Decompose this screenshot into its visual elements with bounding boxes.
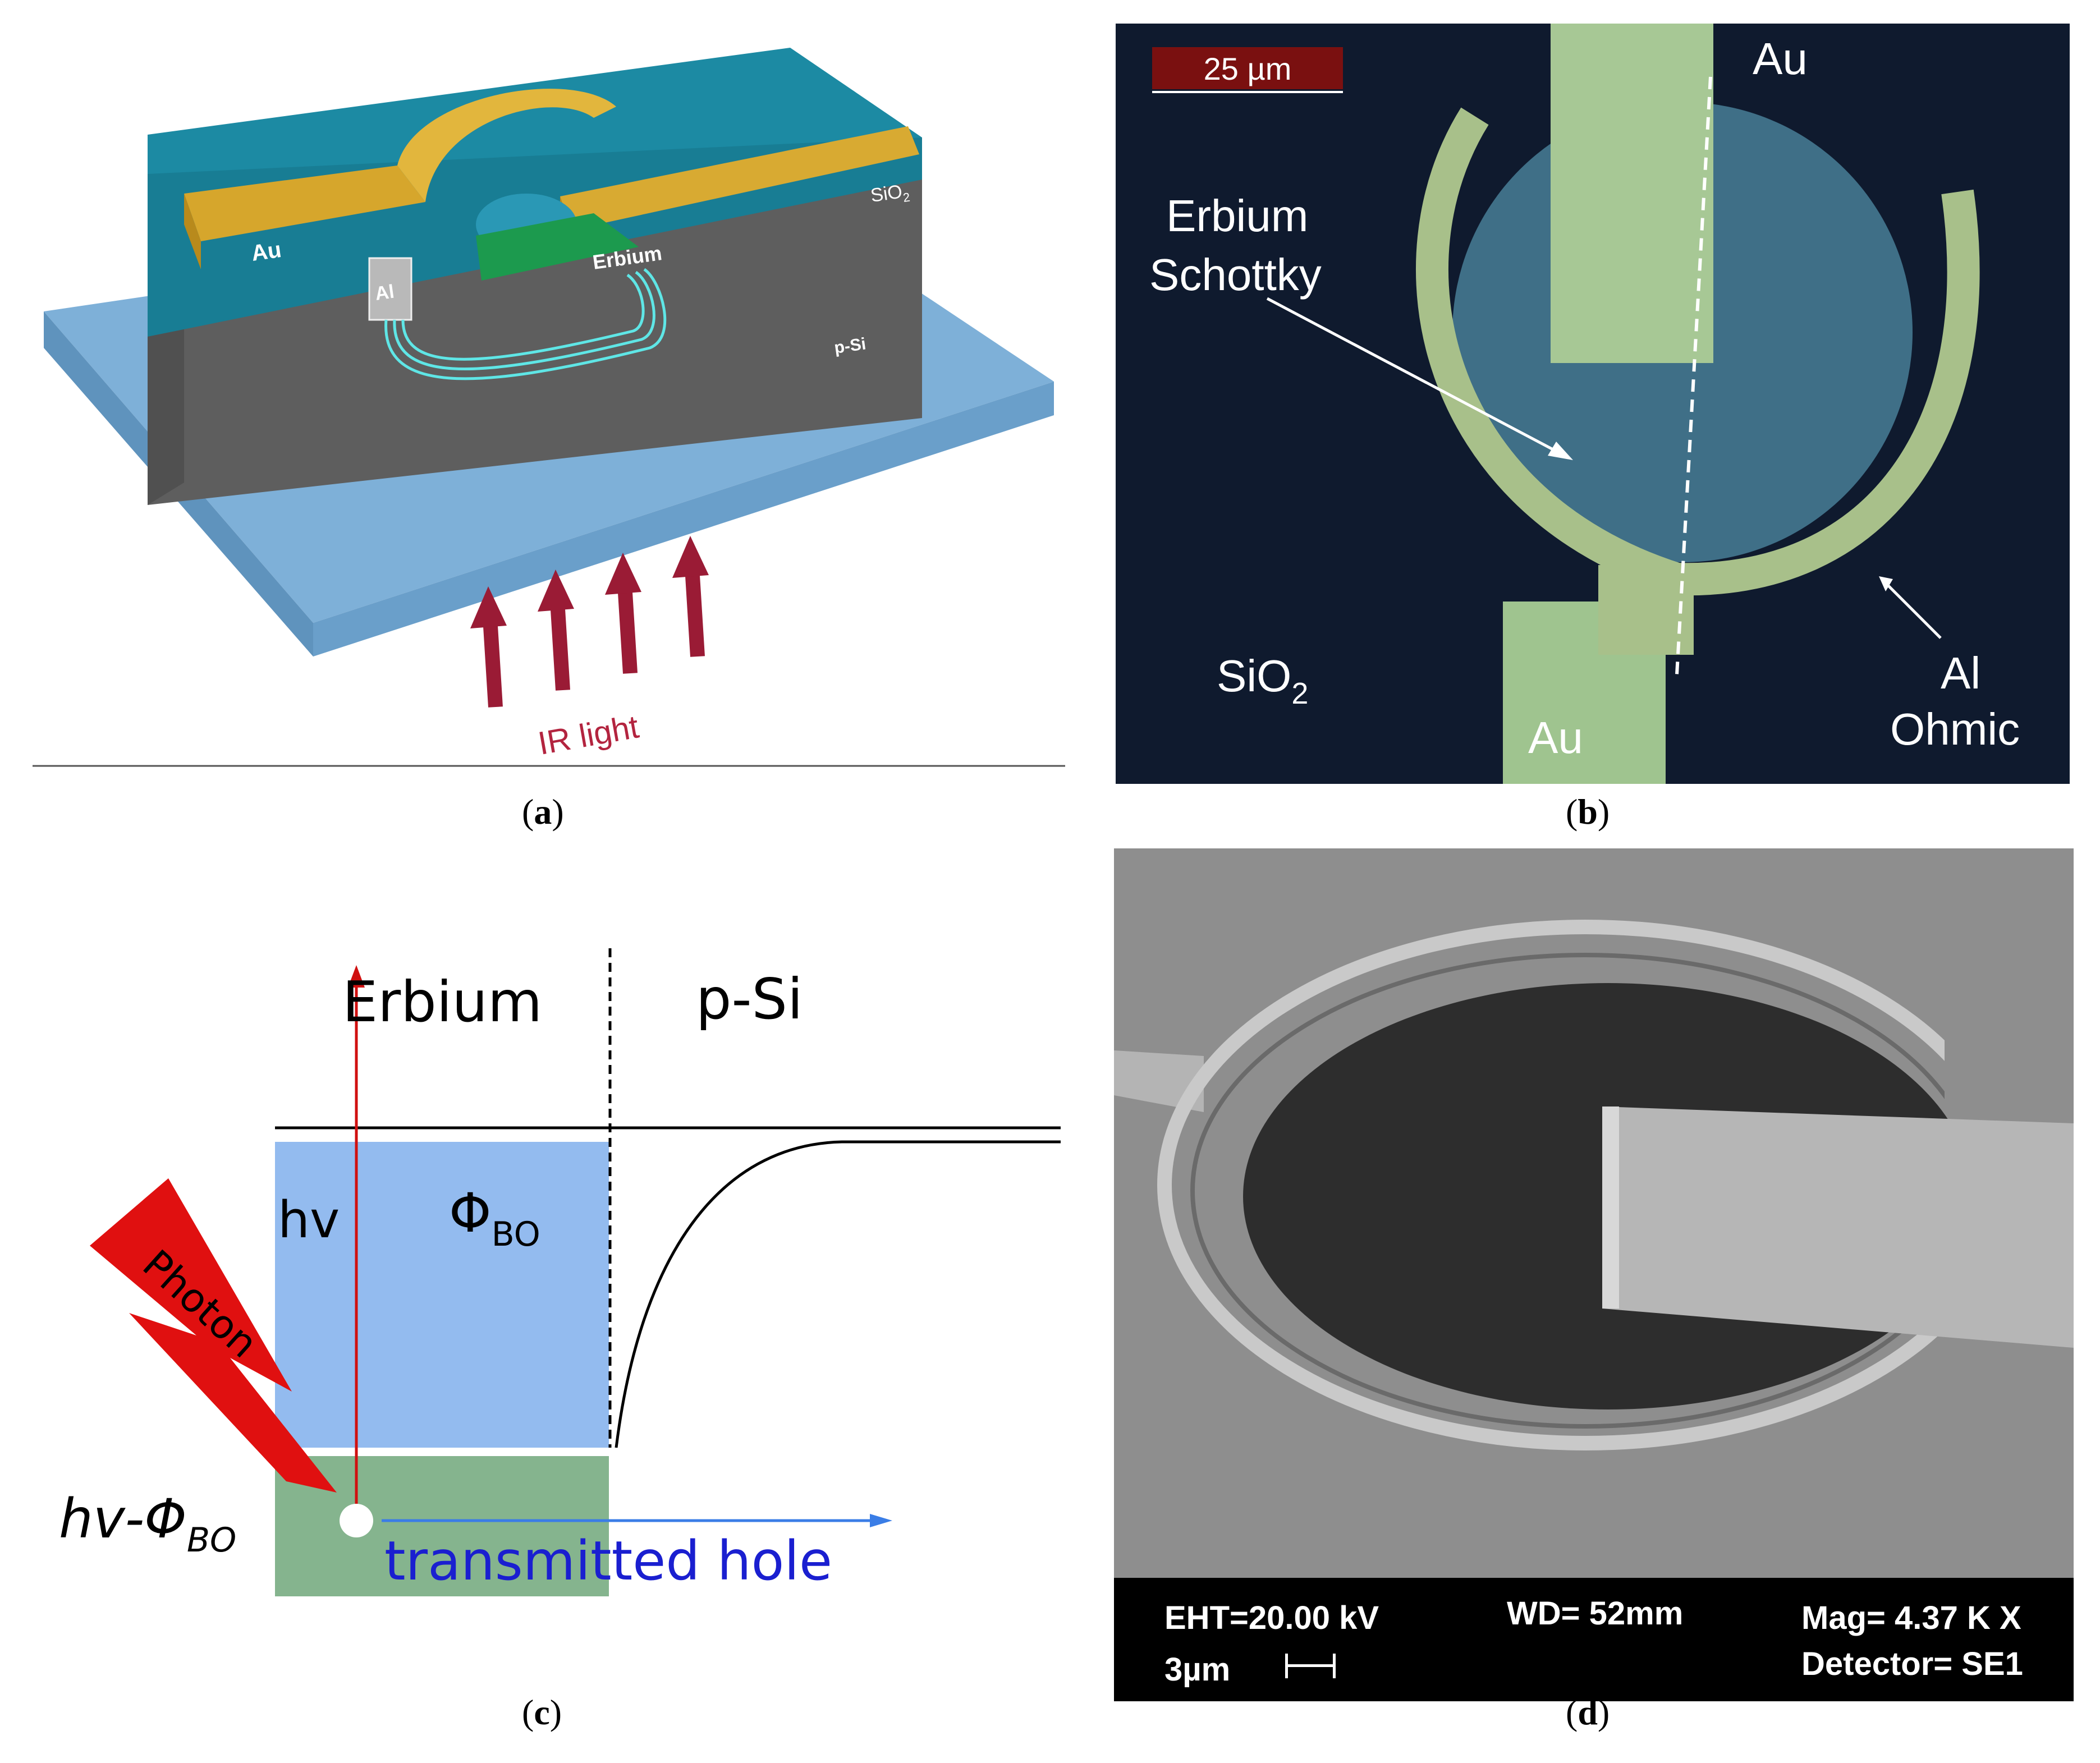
arrow-erbium	[1266, 297, 1566, 457]
photon-bolt	[90, 1178, 337, 1493]
erbium-contact	[476, 213, 639, 281]
panel-a-device-schematic: Au SiO2 Al Erbium p-Si Glass IR light	[33, 34, 1065, 769]
label-sio2: SiO2	[869, 180, 911, 209]
au-contact-left	[184, 166, 425, 241]
au-strip-top	[1551, 24, 1713, 363]
label-psi: p-Si	[833, 334, 867, 357]
panel-d-sem-image: EHT=20.00 kV WD= 52mm Mag= 4.37 K X 3µm …	[1114, 848, 2074, 1701]
caption-a: (a)	[522, 792, 564, 832]
current-path	[384, 268, 667, 380]
sem-scale-label: 3µm	[1164, 1651, 1231, 1688]
label-psi: p-Si	[696, 966, 803, 1032]
label-erbium-1: Erbium	[1166, 191, 1308, 241]
label-transmitted-hole: transmitted hole	[384, 1530, 832, 1592]
label-au: Au	[250, 237, 283, 266]
panel-c-band-diagram: Erbium p-Si hv ΦBO Photon hv-ΦBO transmi…	[45, 920, 1072, 1616]
sem-eht: EHT=20.00 kV	[1164, 1600, 1379, 1636]
label-ohmic: Ohmic	[1890, 704, 2020, 754]
au-contact-right	[560, 126, 919, 230]
sem-detector: Detector= SE1	[1801, 1646, 2023, 1682]
label-hv-minus-phi: hv-ΦBO	[59, 1487, 236, 1560]
sem-info-bar: EHT=20.00 kV WD= 52mm Mag= 4.37 K X 3µm …	[1114, 1578, 2074, 1701]
caption-d: (d)	[1566, 1692, 1610, 1732]
sem-wd: WD= 52mm	[1507, 1595, 1684, 1632]
label-glass: Glass	[959, 456, 1007, 481]
sem-strip-left	[1114, 1050, 1204, 1112]
sem-scale-bar	[1285, 1654, 1336, 1678]
label-phi-bo: ΦBO	[449, 1182, 540, 1254]
scalebar-label: 25 µm	[1204, 51, 1292, 86]
scalebar-box	[1152, 47, 1343, 89]
micrograph-svg: 25 µm Au Erbium Schottky SiO2 Al Ohmic A…	[1149, 24, 2020, 784]
au-arc	[397, 89, 616, 202]
label-al: Al	[1941, 648, 1980, 698]
label-hv: hv	[278, 1191, 340, 1250]
label-schottky: Schottky	[1149, 250, 1322, 300]
sem-au-strip	[1602, 1107, 2074, 1348]
arrow-al	[1886, 584, 1942, 639]
label-al: Al	[374, 281, 396, 305]
sem-mag: Mag= 4.37 K X	[1801, 1600, 2021, 1636]
al-contact	[368, 257, 412, 321]
hole-dot	[340, 1504, 373, 1537]
band-diagram-svg: Erbium p-Si hv ΦBO Photon hv-ΦBO transmi…	[59, 948, 1061, 1596]
hole-box	[275, 1456, 609, 1596]
panel-b-optical-micrograph: 25 µm Au Erbium Schottky SiO2 Al Ohmic A…	[1116, 24, 2070, 784]
caption-c: (c)	[522, 1692, 562, 1732]
label-erbium: Erbium	[342, 969, 542, 1035]
sem-image-svg	[1114, 848, 2074, 1578]
label-au-top: Au	[1753, 34, 1808, 84]
ir-light-arrows	[470, 536, 709, 708]
label-au-bottom: Au	[1528, 713, 1583, 763]
barrier-box	[275, 1142, 609, 1448]
label-ir-light: IR light	[535, 708, 641, 761]
psi-block	[148, 137, 922, 505]
band-curve	[615, 1140, 1061, 1448]
glass-side-front	[313, 382, 1054, 656]
device-schematic-svg: Au SiO2 Al Erbium p-Si Glass IR light	[33, 48, 1065, 767]
label-sio2: SiO2	[1217, 651, 1308, 710]
caption-b: (b)	[1566, 792, 1610, 832]
